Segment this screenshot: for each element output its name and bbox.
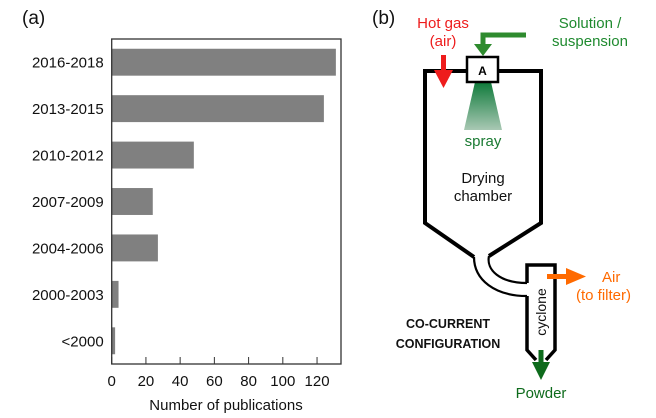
powder-label: Powder [516, 385, 567, 402]
bar-2013-2015 [111, 95, 324, 123]
suspension-label: suspension [552, 33, 628, 50]
chamber-label: Drying [461, 170, 504, 187]
solution-feed-arrow-icon [474, 32, 526, 56]
x-ticks: 0 20 40 60 80 100 120 [108, 357, 330, 390]
config-sublabel: CONFIGURATION [396, 337, 501, 351]
category-labels: 2016-2018 2013-2015 2010-2012 2007-2009 2004… [32, 55, 104, 351]
panel-b-label: (b) [372, 8, 395, 29]
category-label: 2000-2003 [32, 287, 104, 304]
x-tick-label: 0 [108, 373, 116, 390]
x-tick-label: 100 [270, 373, 295, 390]
atomizer-label: A [478, 64, 487, 78]
bar-<2000 [111, 327, 116, 355]
solution-label: Solution / [559, 15, 622, 32]
atomizer-box [465, 55, 500, 84]
plot-frame [111, 38, 342, 365]
x-tick-label: 120 [305, 373, 330, 390]
x-tick-label: 20 [138, 373, 155, 390]
hot-gas-arrow-icon [434, 55, 453, 88]
x-tick-label: 60 [206, 373, 223, 390]
category-label: 2007-2009 [32, 194, 104, 211]
air-out-arrow-icon [547, 268, 586, 285]
cyclone-outline [525, 263, 557, 362]
bar-group [111, 48, 336, 355]
category-label: 2010-2012 [32, 148, 104, 165]
config-label: CO-CURRENT [406, 317, 490, 331]
spray-label: spray [465, 133, 502, 150]
cyclone-label: cyclone [533, 288, 549, 336]
category-label: 2013-2015 [32, 101, 104, 118]
hot-gas-sublabel: (air) [430, 33, 457, 50]
bar-2007-2009 [111, 188, 153, 215]
bar-2000-2003 [111, 280, 119, 308]
category-label: 2016-2018 [32, 55, 104, 72]
bar-2010-2012 [111, 141, 194, 169]
pipe-inner [487, 255, 528, 285]
pipe-outer [472, 256, 528, 298]
x-tick-label: 40 [172, 373, 189, 390]
hot-gas-label: Hot gas [417, 15, 469, 32]
bar-2004-2006 [111, 234, 158, 262]
spray-cone-icon [464, 82, 502, 130]
powder-arrow-icon [532, 350, 550, 380]
category-label: 2004-2006 [32, 240, 104, 257]
bar-2016-2018 [111, 48, 336, 76]
category-label: <2000 [62, 333, 104, 350]
x-tick-label: 80 [240, 373, 257, 390]
air-out-sublabel: (to filter) [576, 287, 631, 304]
panel-a-label: (a) [22, 8, 45, 29]
air-out-label: Air [602, 269, 620, 286]
chamber-sublabel: chamber [454, 188, 512, 205]
x-axis-title: Number of publications [149, 397, 302, 414]
